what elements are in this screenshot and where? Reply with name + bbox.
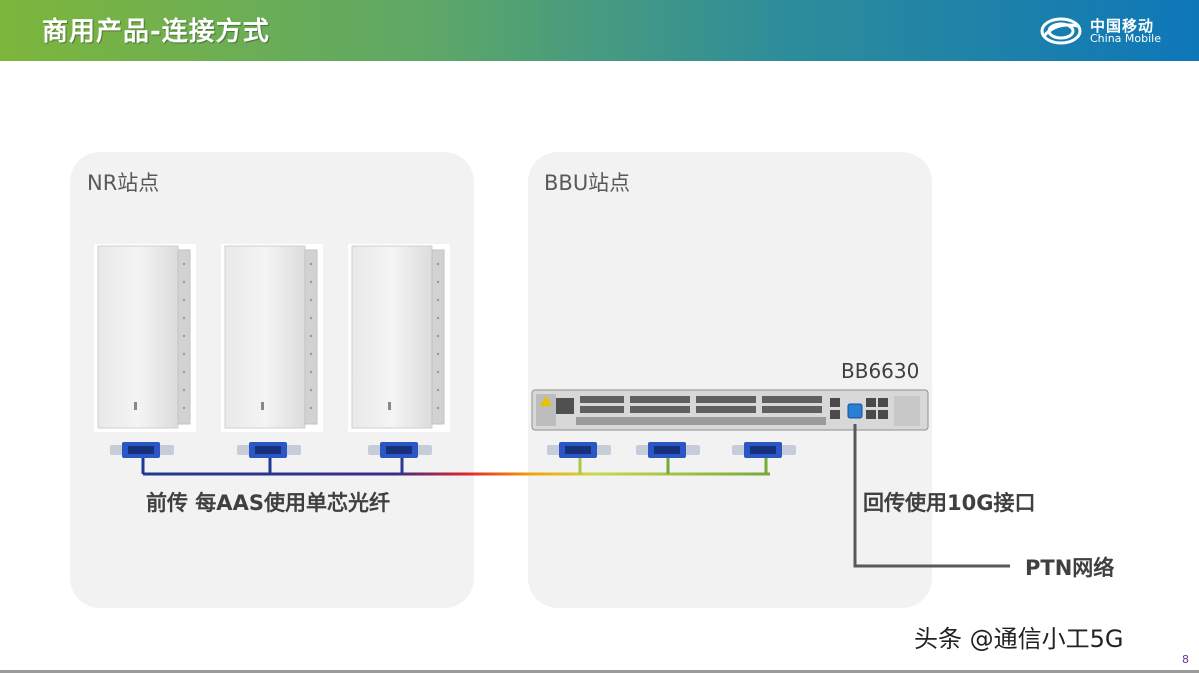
watermark-text: 头条 @通信小工5G [914,625,1124,653]
aas-unit-1 [94,244,196,432]
bb6630-label: BB6630 [841,359,920,383]
fiber-connector-aas-2 [237,442,301,458]
header-bar: 商用产品-连接方式 中国移动 China Mobile [0,0,1199,61]
fiber-connector-aas-1 [110,442,174,458]
logo-text-cn: 中国移动 [1090,17,1155,35]
aas-unit-3 [348,244,450,432]
page-number: 8 [1182,653,1189,666]
bbu-device [531,389,929,431]
bbu-site-panel [528,152,932,608]
logo-text-en: China Mobile [1090,32,1162,45]
aas-unit-2 [221,244,323,432]
china-mobile-logo-icon [1040,17,1082,45]
bottom-divider [0,670,1199,673]
fiber-connector-aas-3 [368,442,432,458]
bbu-site-label: BBU站点 [544,171,631,195]
backhaul-caption: 回传使用10G接口 [863,491,1036,515]
china-mobile-logo: 中国移动 China Mobile [1040,14,1180,48]
fiber-connector-bbu-2 [636,442,700,458]
backhaul-cable [853,424,1010,568]
fiber-connector-bbu-1 [547,442,611,458]
nr-site-label: NR站点 [87,171,160,195]
slide-title: 商用产品-连接方式 [42,17,270,47]
ptn-network-label: PTN网络 [1025,556,1115,580]
fiber-connector-bbu-3 [732,442,796,458]
fronthaul-caption: 前传 每AAS使用单芯光纤 [146,491,390,515]
